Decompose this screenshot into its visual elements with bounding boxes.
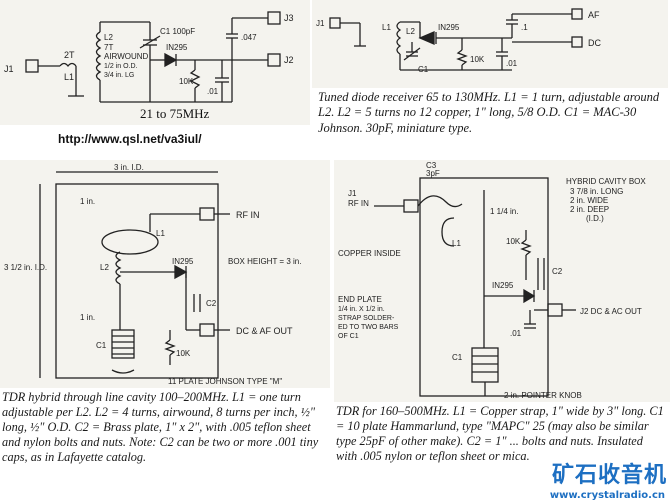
d1-l2-len: 3/4 in. LG bbox=[104, 72, 134, 79]
d4-j2-label: J2 DC & AC OUT bbox=[580, 307, 642, 316]
d4-quarter-label: 1 1/4 in. bbox=[490, 207, 518, 216]
d4-c3-label: C3 bbox=[426, 161, 437, 170]
d1-j1-label: J1 bbox=[4, 64, 14, 74]
d4-box-deep: 2 in. DEEP bbox=[570, 205, 609, 214]
d3-johnson-label: 11 PLATE JOHNSON TYPE "M" bbox=[168, 377, 282, 386]
d4-strap-3: ED TO TWO BARS bbox=[338, 324, 399, 331]
d4-c3-value: 3pF bbox=[426, 169, 440, 178]
d1-cap047-label: .047 bbox=[241, 33, 257, 42]
d4-diode-label: IN295 bbox=[492, 281, 514, 290]
diagram-panel-4: C3 3pF J1 RF IN L1 1 1/4 in. HYBRID CAVI… bbox=[334, 160, 670, 402]
d3-rf-in-label: RF IN bbox=[236, 210, 260, 220]
d1-res-label: 10K bbox=[179, 77, 194, 86]
d4-c1-label: C1 bbox=[452, 353, 463, 362]
d4-end-plate: END PLATE bbox=[338, 295, 382, 304]
d2-cap01-label: .01 bbox=[506, 59, 518, 68]
d3-c1-label: C1 bbox=[96, 341, 107, 350]
d1-l1-label: L1 bbox=[64, 72, 74, 82]
d1-l2-label: L2 bbox=[104, 33, 113, 42]
d4-l1-label: L1 bbox=[452, 239, 461, 248]
d4-j1-label: J1 bbox=[348, 189, 357, 198]
watermark-url: www.crystalradio.cn bbox=[549, 490, 665, 501]
d3-width-label: 3 in. I.D. bbox=[114, 163, 144, 172]
d4-box-long: 3 7/8 in. LONG bbox=[570, 187, 623, 196]
d4-strap-2: STRAP SOLDER- bbox=[338, 315, 395, 322]
d3-l1-label: L1 bbox=[156, 229, 165, 238]
d4-cap01-label: .01 bbox=[510, 329, 522, 338]
d1-l2-type: AIRWOUND bbox=[104, 52, 149, 61]
d1-frequency: 21 to 75MHz bbox=[140, 106, 210, 121]
d2-af-label: AF bbox=[588, 10, 600, 20]
d1-l2-turns: 7T bbox=[104, 43, 113, 52]
schematic-2: J1 L1 L2 IN295 C1 10K .1 .01 AF DC bbox=[316, 8, 601, 74]
d3-res-label: 10K bbox=[176, 349, 191, 358]
d4-knob-label: 2 in. POINTER KNOB bbox=[504, 391, 582, 400]
d3-caption: TDR hybrid through line cavity 100–200MH… bbox=[2, 390, 319, 464]
d1-j2-label: J2 bbox=[284, 55, 294, 65]
d4-strap-1: 1/4 in. X 1/2 in. bbox=[338, 306, 385, 313]
d1-l2-dia: 1/2 in O.D. bbox=[104, 63, 138, 70]
d4-res-label: 10K bbox=[506, 237, 521, 246]
schematic-3: 3 in. I.D. 1 in. RF IN L1 3 1/2 in. I.D.… bbox=[4, 163, 301, 386]
d4-copper-label: COPPER INSIDE bbox=[338, 249, 401, 258]
d4-caption: TDR for 160–500MHz. L1 = Copper strap, 1… bbox=[336, 404, 664, 463]
d4-c2-label: C2 bbox=[552, 267, 563, 276]
schematic-4: C3 3pF J1 RF IN L1 1 1/4 in. HYBRID CAVI… bbox=[338, 161, 646, 400]
d4-box-title: HYBRID CAVITY BOX bbox=[566, 177, 646, 186]
d3-diode-label: IN295 bbox=[172, 257, 194, 266]
diagram-panel-2: J1 L1 L2 IN295 C1 10K .1 .01 AF DC bbox=[312, 0, 668, 88]
d2-l1-label: L1 bbox=[382, 23, 391, 32]
watermark-text: 矿石收音机 bbox=[551, 463, 667, 488]
d1-diode-label: IN295 bbox=[166, 43, 188, 52]
schematic-1: J1 2T L1 L2 7T AIRWOUND 1/2 in O.D. 3/4 … bbox=[4, 11, 294, 103]
d3-l2-label: L2 bbox=[100, 263, 109, 272]
d2-j1-label: J1 bbox=[316, 19, 325, 28]
d3-dc-af-label: DC & AF OUT bbox=[236, 326, 293, 336]
d2-diode-label: IN295 bbox=[438, 23, 460, 32]
d4-rf-in-label: RF IN bbox=[348, 199, 369, 208]
d3-c2-label: C2 bbox=[206, 299, 217, 308]
d2-caption: Tuned diode receiver 65 to 130MHz. L1 = … bbox=[318, 90, 660, 135]
d2-res-label: 10K bbox=[470, 55, 485, 64]
source-url[interactable]: http://www.qsl.net/va3iul/ bbox=[58, 132, 202, 146]
d1-cap01-label: .01 bbox=[207, 87, 219, 96]
d3-one-in-mid: 1 in. bbox=[80, 313, 95, 322]
d2-c1-label: C1 bbox=[418, 65, 429, 74]
d1-j3-label: J3 bbox=[284, 13, 294, 23]
d2-l2-label: L2 bbox=[406, 27, 415, 36]
d4-box-wide: 2 in. WIDE bbox=[570, 196, 608, 205]
diagram-panel-3: 3 in. I.D. 1 in. RF IN L1 3 1/2 in. I.D.… bbox=[0, 160, 330, 388]
d3-box-height-label: BOX HEIGHT = 3 in. bbox=[228, 257, 301, 266]
d2-cap1-label: .1 bbox=[521, 23, 528, 32]
diagram-panel-1: J1 2T L1 L2 7T AIRWOUND 1/2 in O.D. 3/4 … bbox=[0, 0, 310, 125]
d2-dc-label: DC bbox=[588, 38, 601, 48]
d3-height-label: 3 1/2 in. I.D. bbox=[4, 263, 47, 272]
d4-box-id: (I.D.) bbox=[586, 214, 604, 223]
d3-one-in-top: 1 in. bbox=[80, 197, 95, 206]
d4-strap-4: OF C1 bbox=[338, 333, 359, 340]
d1-c1-label: C1 100pF bbox=[160, 27, 195, 36]
d1-l1-turns: 2T bbox=[64, 50, 75, 60]
